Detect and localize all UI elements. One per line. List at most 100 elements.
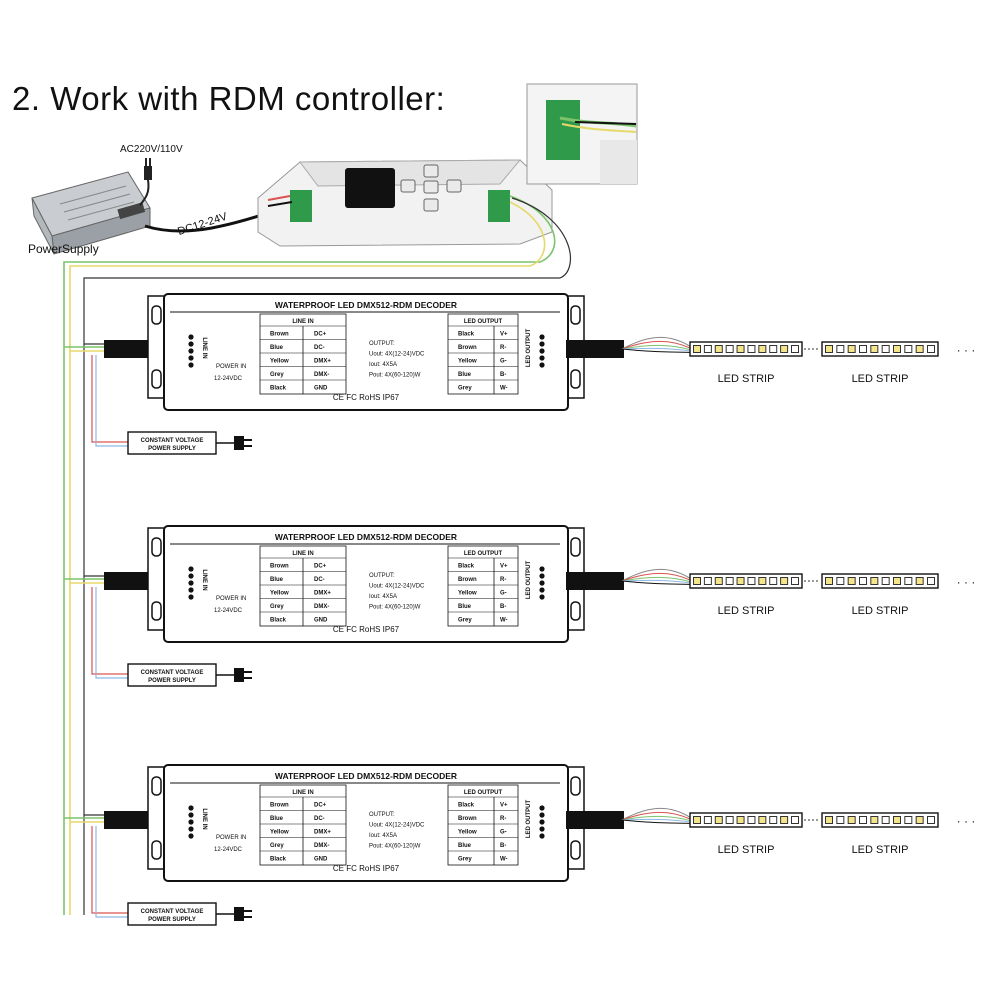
led-output-table bbox=[447, 313, 519, 395]
led-output-color: Brown bbox=[458, 577, 477, 583]
line-in-signal: DMX+ bbox=[314, 830, 331, 836]
line-in-signal: DMX+ bbox=[314, 359, 331, 365]
led-chip bbox=[769, 345, 778, 353]
led-output-table bbox=[447, 784, 519, 866]
led-output-signal: B- bbox=[500, 604, 506, 610]
led-output-color: Black bbox=[458, 332, 475, 338]
indicator-dot bbox=[539, 826, 545, 832]
side-line-in-label: LINE IN bbox=[201, 337, 207, 358]
led-chip bbox=[780, 816, 789, 824]
strip-wire bbox=[621, 572, 691, 582]
line-in-color: Brown bbox=[270, 332, 289, 338]
line-in-signal: DMX+ bbox=[314, 591, 331, 597]
line-in-header: LINE IN bbox=[292, 319, 313, 325]
cv-power-supply-line1: CONSTANT VOLTAGE bbox=[141, 909, 204, 915]
indicator-dot bbox=[539, 587, 545, 593]
line-in-color: Blue bbox=[270, 816, 284, 822]
output-spec: OUTPUT: bbox=[369, 573, 395, 579]
led-chip bbox=[927, 577, 935, 585]
led-chip bbox=[703, 345, 712, 353]
line-in-signal: DMX- bbox=[314, 372, 329, 378]
led-chip bbox=[791, 577, 799, 585]
indicator-dot bbox=[188, 833, 194, 839]
led-chip bbox=[747, 345, 756, 353]
more-strips-ellipsis: · · · bbox=[957, 575, 976, 589]
indicator-dot bbox=[188, 341, 194, 347]
certifications: CE FC RoHS IP67 bbox=[333, 625, 400, 634]
led-chip bbox=[847, 577, 856, 585]
led-output-header: LED OUTPUT bbox=[464, 551, 503, 557]
led-chip bbox=[847, 345, 856, 353]
indicator-dot bbox=[188, 362, 194, 368]
led-strip-label: LED STRIP bbox=[852, 373, 909, 385]
mount-hole bbox=[570, 369, 581, 389]
strip-wire bbox=[621, 336, 691, 350]
strip-wire bbox=[621, 818, 691, 823]
indicator-dot bbox=[539, 594, 545, 600]
output-spec: Pout: 4X(60-120)W bbox=[369, 373, 421, 379]
led-chip bbox=[703, 816, 712, 824]
led-output-signal: B- bbox=[500, 372, 506, 378]
power-in-label: POWER IN bbox=[216, 835, 246, 841]
indicator-dot bbox=[539, 348, 545, 354]
indicator-dot bbox=[188, 573, 194, 579]
line-in-header: LINE IN bbox=[292, 551, 313, 557]
mount-hole bbox=[570, 601, 581, 621]
wire-blue bbox=[95, 826, 130, 918]
power-in-label: POWER IN bbox=[216, 596, 246, 602]
strip-wire bbox=[621, 344, 691, 351]
ac-input-label: AC220V/110V bbox=[120, 144, 183, 155]
cv-plug-icon bbox=[234, 907, 244, 921]
led-output-signal: G- bbox=[500, 359, 507, 365]
indicator-dot bbox=[188, 819, 194, 825]
led-output-table bbox=[447, 545, 519, 627]
indicator-dot bbox=[188, 334, 194, 340]
line-in-color: Grey bbox=[270, 604, 284, 610]
strip-wire bbox=[621, 579, 691, 584]
line-in-signal: DC+ bbox=[314, 332, 327, 338]
led-output-color: Black bbox=[458, 803, 475, 809]
mount-hole bbox=[570, 840, 581, 860]
line-in-signal: DC+ bbox=[314, 803, 327, 809]
power-in-voltage: 12-24VDC bbox=[214, 376, 243, 382]
output-spec: Uout: 4X(12-24)VDC bbox=[369, 584, 425, 590]
led-output-signal: R- bbox=[500, 816, 506, 822]
led-output-color: Yellow bbox=[458, 359, 477, 365]
led-chip bbox=[714, 345, 723, 353]
power-in-voltage: 12-24VDC bbox=[214, 608, 243, 614]
mount-hole bbox=[151, 305, 162, 325]
led-strip-label: LED STRIP bbox=[852, 844, 909, 856]
led-output-signal: B- bbox=[500, 843, 506, 849]
cv-power-supply-line1: CONSTANT VOLTAGE bbox=[141, 438, 204, 444]
led-strip-label: LED STRIP bbox=[852, 605, 909, 617]
line-in-signal: GND bbox=[314, 618, 328, 624]
led-output-signal: R- bbox=[500, 577, 506, 583]
led-chip bbox=[693, 345, 701, 353]
power-supply-label: PowerSupply bbox=[28, 242, 99, 256]
output-spec: OUTPUT: bbox=[369, 341, 395, 347]
line-in-color: Black bbox=[270, 618, 287, 624]
led-chip bbox=[893, 577, 901, 585]
led-chip bbox=[736, 577, 745, 585]
led-chip bbox=[847, 816, 856, 824]
wire-blue bbox=[95, 355, 130, 447]
led-strip-label: LED STRIP bbox=[718, 605, 775, 617]
led-chip bbox=[725, 345, 734, 353]
indicator-dot bbox=[539, 355, 545, 361]
line-in-header: LINE IN bbox=[292, 790, 313, 796]
line-in-signal: DMX- bbox=[314, 843, 329, 849]
led-chip bbox=[915, 345, 924, 353]
led-output-signal: W- bbox=[500, 857, 508, 863]
led-chip bbox=[881, 816, 890, 824]
line-in-color: Blue bbox=[270, 577, 284, 583]
indicator-dot bbox=[539, 362, 545, 368]
led-output-signal: G- bbox=[500, 830, 507, 836]
led-chip bbox=[904, 816, 913, 824]
indicator-dot bbox=[539, 819, 545, 825]
led-output-signal: W- bbox=[500, 618, 508, 624]
power-supply-unit bbox=[31, 171, 151, 255]
led-output-color: Brown bbox=[458, 345, 477, 351]
led-chip bbox=[836, 577, 845, 585]
